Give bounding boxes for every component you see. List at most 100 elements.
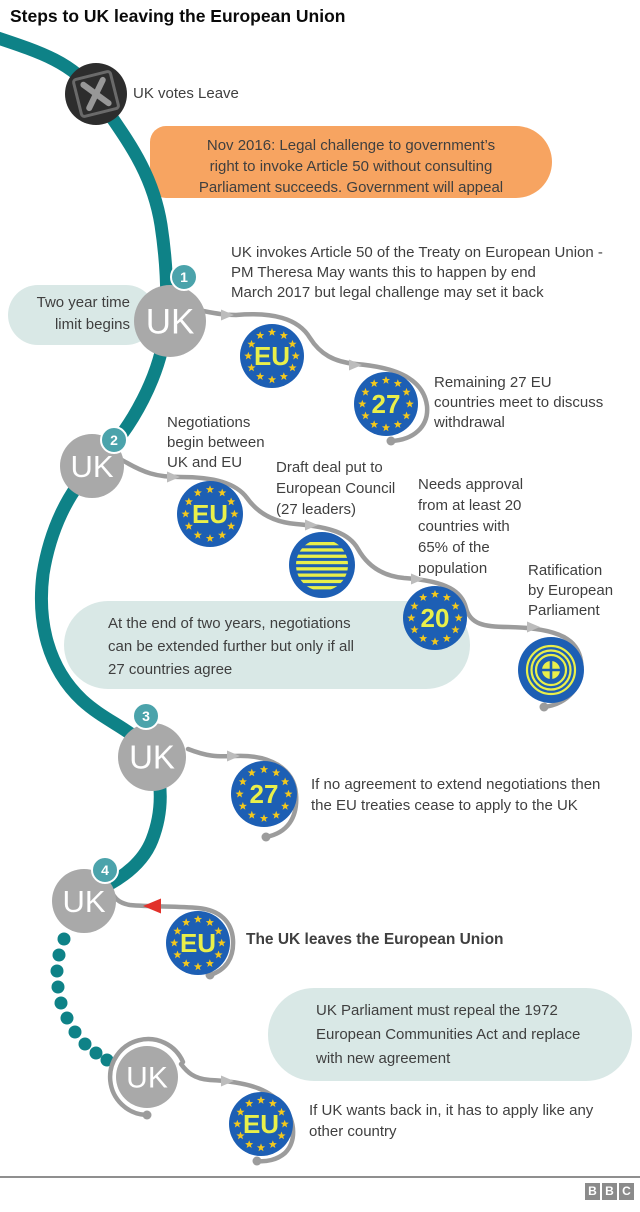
svg-text:EU: EU <box>180 928 216 958</box>
star-icon <box>358 399 367 408</box>
star-icon <box>410 625 419 634</box>
star-icon <box>268 1140 277 1148</box>
timeline-dot <box>78 1037 92 1051</box>
timeline-dot <box>54 996 68 1010</box>
star-icon <box>277 1107 286 1116</box>
star-icon <box>259 814 269 822</box>
uk-circle-final: UK <box>116 1046 178 1108</box>
star-icon <box>205 534 215 542</box>
star-icon <box>235 789 244 798</box>
callout-two-year-limit: Two year time limit begins <box>8 285 156 345</box>
connector-end-dot <box>261 832 271 842</box>
star-icon <box>370 379 379 387</box>
star-icon <box>218 530 227 539</box>
star-icon <box>430 590 440 598</box>
star-icon <box>173 926 182 935</box>
svg-text:2: 2 <box>110 432 118 448</box>
svg-text:EU: EU <box>254 341 290 371</box>
page-title: Steps to UK leaving the European Union <box>10 6 346 26</box>
star-icon <box>193 530 202 539</box>
svg-text:UK: UK <box>126 1062 168 1095</box>
uk-circle-step3: UK <box>118 723 186 791</box>
svg-text:EU: EU <box>192 499 228 529</box>
connector-line <box>119 457 584 710</box>
star-icon <box>402 411 411 420</box>
timeline-dot <box>68 1025 82 1039</box>
star-icon <box>454 613 463 622</box>
connector-line <box>101 879 236 978</box>
star-icon <box>281 801 290 810</box>
connector-end-dot <box>386 436 396 446</box>
arrow-icon <box>305 519 318 531</box>
star-icon <box>170 938 179 947</box>
star-icon <box>280 1119 289 1128</box>
bbc-logo-block: B <box>602 1183 617 1200</box>
star-icon <box>214 950 223 959</box>
arrow-icon <box>221 1075 234 1087</box>
uk-circle-step1: UK <box>134 285 206 357</box>
arrow-icon <box>349 359 362 371</box>
eu-20-circle: 20 <box>403 586 467 650</box>
text-uk-leaves: The UK leaves the European Union <box>246 931 504 948</box>
star-icon <box>193 488 202 497</box>
star-icon <box>284 789 293 798</box>
star-icon <box>361 411 370 420</box>
star-icon <box>288 363 297 372</box>
star-icon <box>267 328 277 336</box>
svg-text:20: 20 <box>421 603 450 633</box>
star-icon <box>247 339 256 348</box>
arrow-icon <box>167 471 180 483</box>
star-icon <box>419 634 428 642</box>
arrow-icon <box>527 621 540 633</box>
star-icon <box>259 765 269 774</box>
star-icon <box>245 1140 254 1148</box>
eu-circle-step4: EU <box>166 911 230 975</box>
star-icon <box>381 423 391 432</box>
star-icon <box>256 1096 266 1104</box>
uk-circle-step4: UK <box>52 869 116 933</box>
connector-line <box>195 307 430 444</box>
star-icon <box>205 959 214 967</box>
star-icon <box>442 634 451 642</box>
svg-text:UK: UK <box>70 449 113 484</box>
european-parliament-circle <box>518 637 584 703</box>
text-step1-invoke-article50: UK invokes Article 50 of the Treaty on E… <box>231 244 603 301</box>
svg-text:3: 3 <box>142 708 150 724</box>
star-icon <box>419 593 428 601</box>
step-badge-4: 4 <box>91 856 119 884</box>
timeline-dot <box>57 932 71 946</box>
connector-end-dot <box>142 1110 152 1120</box>
star-icon <box>205 918 214 926</box>
eu-circle-step1: EU <box>240 324 304 388</box>
star-icon <box>227 521 236 530</box>
svg-text:UK: UK <box>129 739 175 776</box>
svg-text:EU: EU <box>243 1109 279 1139</box>
svg-text:4: 4 <box>101 862 109 878</box>
star-icon <box>256 331 265 339</box>
star-icon <box>370 420 379 428</box>
text-no-agreement: If no agreement to extend negotiations t… <box>311 776 601 814</box>
star-icon <box>407 613 416 622</box>
european-council-circle <box>289 532 355 598</box>
star-icon <box>173 950 182 959</box>
star-icon <box>256 372 265 380</box>
star-icon <box>184 497 193 506</box>
connector-line <box>107 1036 186 1118</box>
bbc-logo: B B C <box>585 1183 636 1200</box>
svg-text:UK: UK <box>146 302 195 341</box>
star-icon <box>272 810 281 819</box>
svg-text:27: 27 <box>250 779 279 809</box>
svg-text:UK: UK <box>62 884 105 919</box>
star-icon <box>182 959 191 967</box>
star-icon <box>233 1119 242 1128</box>
text-remaining-27: Remaining 27 EU countries meet to discus… <box>434 374 604 431</box>
bbc-logo-block: C <box>619 1183 634 1200</box>
star-icon <box>405 399 414 408</box>
eu-27-circle-step1: 27 <box>354 372 418 436</box>
star-icon <box>361 387 370 396</box>
star-icon <box>291 351 300 360</box>
star-icon <box>247 810 256 819</box>
star-icon <box>236 1107 245 1116</box>
star-icon <box>227 497 236 506</box>
star-icon <box>193 962 203 971</box>
